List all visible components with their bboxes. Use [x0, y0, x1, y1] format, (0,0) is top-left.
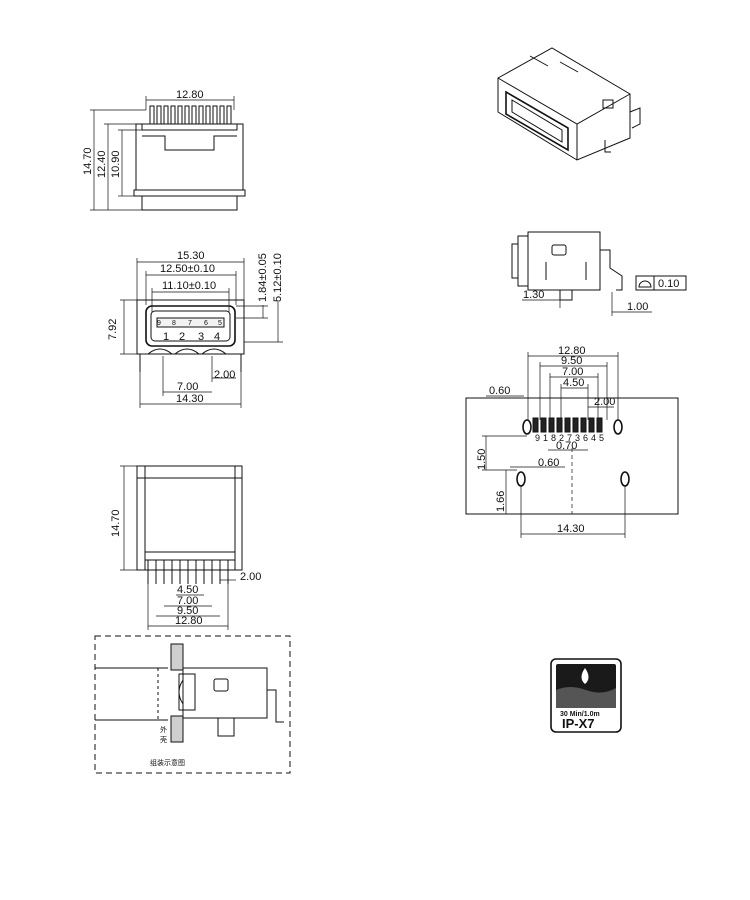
dim-top-h2: 12.40: [96, 150, 108, 178]
dim-bottom-3: 9.50: [177, 605, 198, 617]
front-pin-2: 2: [179, 331, 185, 343]
bottom-pins: [147, 560, 229, 584]
dim-front-h: 7.92: [107, 319, 119, 340]
top-pins: [149, 105, 232, 125]
dim-side-1: 1.30: [523, 289, 544, 301]
assembly-shell-label-2: 壳: [160, 735, 167, 744]
dim-bottom-4: 12.80: [175, 615, 203, 627]
front-pin-3: 3: [198, 331, 204, 343]
dim-front-b2: 14.30: [176, 393, 204, 405]
rating-code: IP-X7: [562, 716, 595, 731]
ipx7-badge: 30 Min/1.0m IP-X7: [550, 658, 622, 733]
dim-fp-top-1: 12.80: [558, 345, 586, 357]
side-view: 1.30 1.00 0.10: [511, 231, 687, 316]
dim-front-w2: 12.50±0.10: [160, 263, 215, 275]
dim-fp-pad2: 0.60: [538, 457, 559, 469]
dim-fp-pad-w: 0.70: [556, 440, 577, 452]
assembly-diagram: 外 壳 组装示意图: [94, 635, 291, 774]
fp-mount-hole-bottom-left: [516, 471, 526, 487]
dim-bottom-1: 4.50: [177, 584, 198, 596]
fp-pin-6: 6: [583, 433, 588, 443]
dim-fp-top-4: 4.50: [563, 377, 584, 389]
assembly-caption: 组装示意图: [150, 758, 185, 767]
fp-mount-hole-left: [522, 419, 532, 435]
fp-pin-3: 3: [575, 433, 580, 443]
dim-fp-v2: 1.66: [495, 491, 507, 512]
fp-pin-1: 1: [543, 433, 548, 443]
dim-top-h1: 14.70: [82, 147, 94, 175]
front-pin-6: 6: [204, 320, 208, 327]
dim-top-width: 12.80: [176, 89, 204, 101]
dim-fp-pitch: 2.00: [594, 396, 615, 408]
front-pin-5: 5: [218, 320, 222, 327]
dim-fp-pad: 0.60: [489, 385, 510, 397]
front-view: 15.30 12.50±0.10 11.10±0.10 9 8 7 6 5 1 …: [107, 250, 284, 408]
front-pin-8: 8: [172, 320, 176, 327]
water-drop-icon: [581, 668, 589, 684]
bottom-view: 14.70 2.00 4.50 7.00 9.50 12.80: [110, 465, 261, 630]
fp-pads: [532, 417, 603, 433]
fp-pin-7: 7: [567, 433, 572, 443]
front-pin-4: 4: [214, 331, 220, 343]
pcb-footprint: 12.80 9.50 7.00 4.50 2.00 0.60: [465, 345, 679, 538]
dim-bottom-h: 14.70: [110, 509, 122, 537]
dim-front-v1: 1.84±0.05: [257, 253, 269, 302]
rating-depth: 30 Min/1.0m: [560, 711, 600, 718]
front-pin-9: 9: [157, 320, 161, 327]
dim-front-b1: 7.00: [177, 381, 198, 393]
flatness-frame: [635, 275, 687, 291]
top-view: 12.80 14.70 12.40: [82, 89, 246, 211]
dim-front-pitch: 2.00: [214, 369, 235, 381]
dim-front-v2: 5.12±0.10: [272, 253, 284, 302]
dim-top-h3: 10.90: [110, 150, 122, 178]
dim-front-w3: 11.10±0.10: [162, 280, 216, 292]
dim-bottom-pitch: 2.00: [240, 571, 261, 583]
dim-bottom-2: 7.00: [177, 595, 198, 607]
dim-fp-span: 14.30: [557, 523, 585, 535]
isometric-view: [497, 47, 641, 161]
fp-pin-8: 8: [551, 433, 556, 443]
assembly-shell-label-1: 外: [160, 725, 167, 734]
dim-fp-top-2: 9.50: [561, 355, 582, 367]
dim-fp-v1: 1.50: [476, 449, 488, 470]
front-pin-1: 1: [163, 331, 169, 343]
dim-front-w1: 15.30: [177, 250, 205, 262]
fp-mount-hole-right: [613, 419, 623, 435]
fp-pin-4: 4: [591, 433, 596, 443]
dim-fp-top-3: 7.00: [562, 366, 583, 378]
fp-pin-2: 2: [559, 433, 564, 443]
fp-pin-9: 9: [535, 433, 540, 443]
fp-pin-5: 5: [599, 433, 604, 443]
fp-mount-hole-bottom-right: [620, 471, 630, 487]
dim-side-flatness: 0.10: [658, 278, 679, 290]
front-pin-7: 7: [188, 320, 192, 327]
dim-side-2: 1.00: [627, 301, 648, 313]
